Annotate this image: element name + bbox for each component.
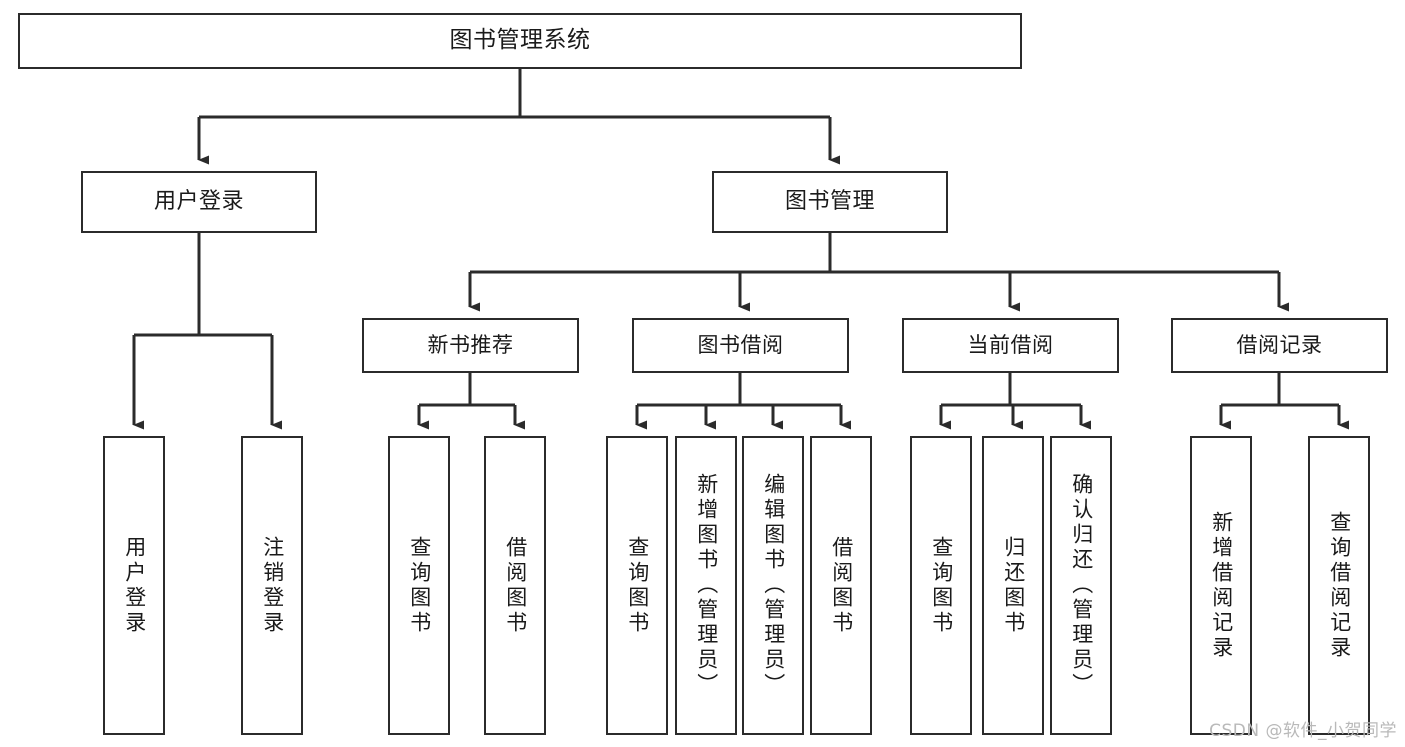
node-leaf-query-book-recommend[interactable]: 查询图书 [388,436,450,735]
edge-group-root [197,69,840,165]
node-leaf-user-login[interactable]: 用户登录 [103,436,165,735]
node-leaf-logout-label: 注销登录 [260,535,285,636]
node-current-borrow[interactable]: 当前借阅 [902,318,1119,373]
node-book-manage[interactable]: 图书管理 [712,171,948,233]
node-leaf-query-book-borrow[interactable]: 查询图书 [606,436,668,735]
edge-group-user-login [132,233,282,430]
node-leaf-add-borrow-record[interactable]: 新增借阅记录 [1190,436,1252,735]
node-user-login-label: 用户登录 [153,188,244,214]
node-book-borrow-label: 图书借阅 [697,332,784,357]
node-leaf-add-book[interactable]: 新增图书（管理员） [675,436,737,735]
node-user-login[interactable]: 用户登录 [81,171,317,233]
edge-group-new-book-rec [417,373,525,430]
node-leaf-query-borrow-record-label: 查询借阅记录 [1327,510,1352,661]
node-leaf-confirm-return[interactable]: 确认归还（管理员） [1050,436,1112,735]
csdn-watermark: CSDN @软件_小贺同学 [1209,721,1397,741]
edge-group-book-manage [468,233,1289,312]
node-book-borrow[interactable]: 图书借阅 [632,318,849,373]
node-borrow-record-label: 借阅记录 [1236,332,1323,357]
node-leaf-query-borrow-record[interactable]: 查询借阅记录 [1308,436,1370,735]
node-leaf-borrow-book-recommend[interactable]: 借阅图书 [484,436,546,735]
node-leaf-query-book-current-label: 查询图书 [929,535,954,636]
node-leaf-query-book-borrow-label: 查询图书 [625,535,650,636]
edge-group-book-borrow [635,373,851,430]
edge-group-current-borrow [939,373,1091,430]
node-leaf-edit-book[interactable]: 编辑图书（管理员） [742,436,804,735]
node-new-book-recommend-label: 新书推荐 [427,332,514,357]
node-current-borrow-label: 当前借阅 [967,332,1054,357]
node-leaf-borrow-book-label: 借阅图书 [829,535,854,636]
node-leaf-edit-book-label: 编辑图书（管理员） [761,473,786,698]
node-root-label: 图书管理系统 [449,27,591,54]
node-leaf-add-book-label: 新增图书（管理员） [694,473,719,698]
node-borrow-record[interactable]: 借阅记录 [1171,318,1388,373]
node-leaf-user-login-label: 用户登录 [122,535,147,636]
node-leaf-confirm-return-label: 确认归还（管理员） [1069,473,1094,698]
edge-group-borrow-record [1219,373,1349,430]
node-book-manage-label: 图书管理 [784,188,875,214]
node-leaf-borrow-book[interactable]: 借阅图书 [810,436,872,735]
node-leaf-return-book[interactable]: 归还图书 [982,436,1044,735]
node-leaf-return-book-label: 归还图书 [1001,535,1026,636]
node-root[interactable]: 图书管理系统 [18,13,1022,69]
node-leaf-query-book-current[interactable]: 查询图书 [910,436,972,735]
node-new-book-recommend[interactable]: 新书推荐 [362,318,579,373]
node-leaf-query-book-recommend-label: 查询图书 [407,535,432,636]
node-leaf-add-borrow-record-label: 新增借阅记录 [1209,510,1234,661]
node-leaf-borrow-book-recommend-label: 借阅图书 [503,535,528,636]
node-leaf-logout[interactable]: 注销登录 [241,436,303,735]
